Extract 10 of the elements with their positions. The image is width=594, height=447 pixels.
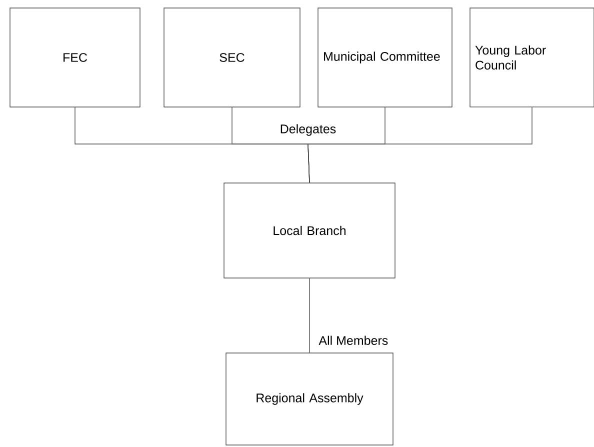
org-box: Regional Assembly	[226, 352, 394, 446]
org-box: Municipal Committee	[318, 8, 452, 108]
org-box: SEC	[164, 8, 300, 108]
connector-line	[309, 278, 310, 353]
org-box: Local Branch	[224, 182, 396, 278]
connector-line	[308, 107, 532, 183]
org-box: Young Labor Council	[470, 8, 594, 108]
edge-label: Delegates	[278, 123, 338, 137]
org-box: FEC	[10, 8, 140, 108]
edge-label: All Members	[318, 334, 390, 346]
